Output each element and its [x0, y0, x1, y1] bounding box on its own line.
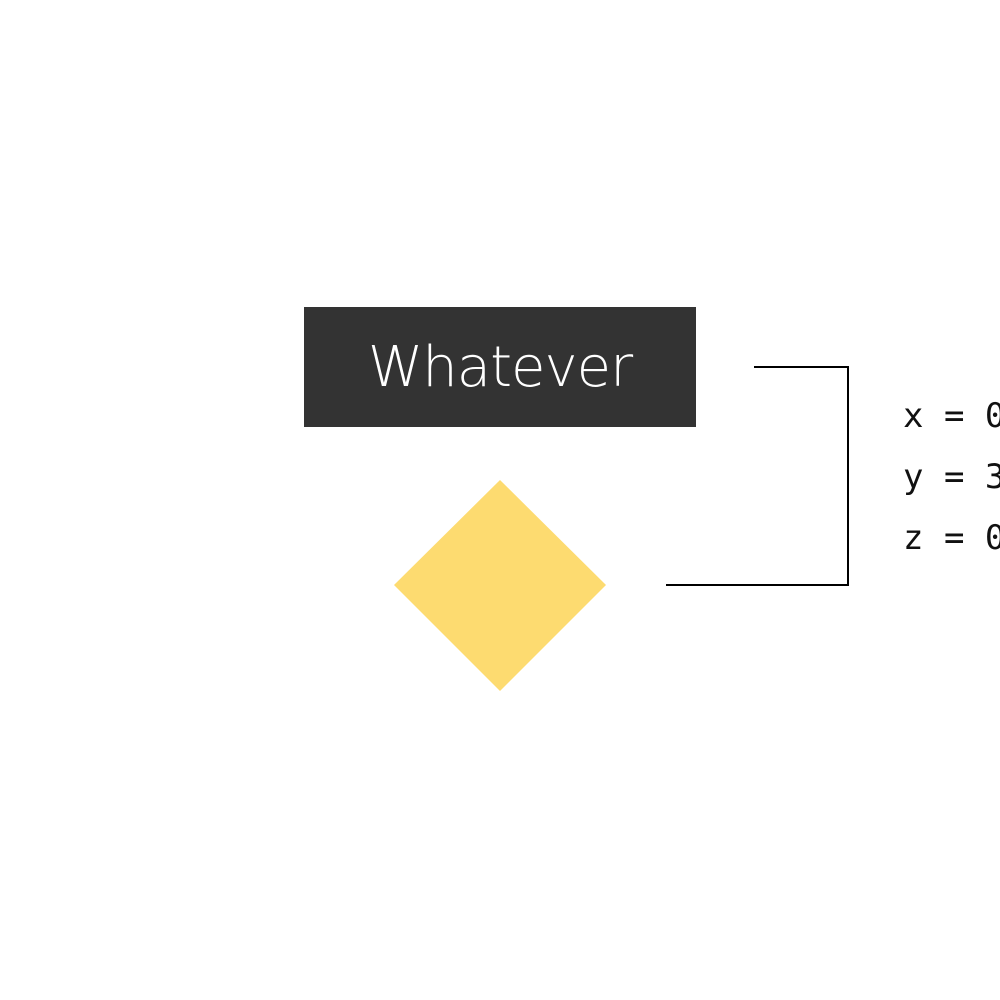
whatever-label-text: Whatever [367, 334, 633, 400]
coord-y: y = 3 [903, 457, 1000, 497]
coord-x: x = 0 [903, 396, 1000, 436]
coord-z: z = 0 [903, 518, 1000, 558]
bracket-connector [666, 366, 849, 586]
yellow-diamond [394, 480, 606, 691]
whatever-label-box: Whatever [304, 307, 696, 427]
coordinate-readout: x = 0 y = 3 z = 0 [903, 392, 1000, 575]
